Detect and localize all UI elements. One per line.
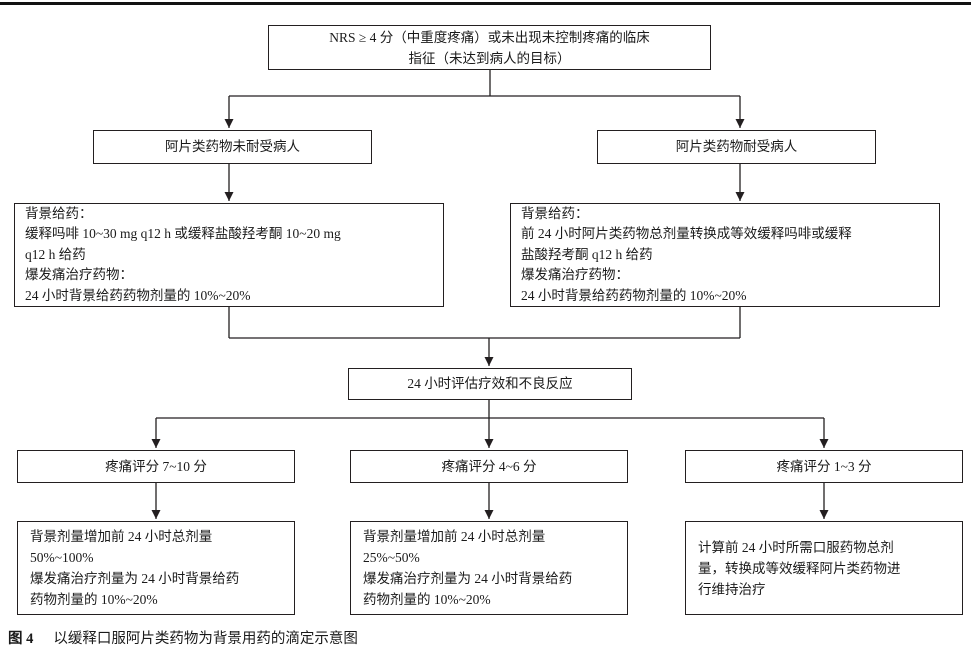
figure-caption-text: 以缓释口服阿片类药物为背景用药的滴定示意图 <box>53 631 358 647</box>
node-action-score-7-10: 背景剂量增加前 24 小时总剂量 50%~100% 爆发痛治疗剂量为 24 小时… <box>17 521 295 615</box>
node-score-1-3: 疼痛评分 1~3 分 <box>685 450 963 483</box>
node-action-score-4-6: 背景剂量增加前 24 小时总剂量 25%~50% 爆发痛治疗剂量为 24 小时背… <box>350 521 628 615</box>
node-score-7-10: 疼痛评分 7~10 分 <box>17 450 295 483</box>
node-opioid-naive-regimen: 背景给药： 缓释吗啡 10~30 mg q12 h 或缓释盐酸羟考酮 10~20… <box>14 203 444 307</box>
node-action-score-1-3: 计算前 24 小时所需口服药物总剂 量，转换成等效缓释阿片类药物进 行维持治疗 <box>685 521 963 615</box>
node-score-4-6: 疼痛评分 4~6 分 <box>350 450 628 483</box>
node-start-criteria: NRS ≥ 4 分（中重度疼痛）或未出现未控制疼痛的临床 指征（未达到病人的目标… <box>268 25 711 70</box>
node-opioid-tolerant-title: 阿片类药物耐受病人 <box>597 130 876 164</box>
figure-caption: 图 4 以缓释口服阿片类药物为背景用药的滴定示意图 <box>8 629 958 649</box>
figure-caption-label: 图 4 <box>8 631 34 647</box>
node-opioid-tolerant-regimen: 背景给药： 前 24 小时阿片类药物总剂量转换成等效缓释吗啡或缓释 盐酸羟考酮 … <box>510 203 940 307</box>
node-24h-evaluation: 24 小时评估疗效和不良反应 <box>348 368 632 400</box>
node-opioid-naive-title: 阿片类药物未耐受病人 <box>93 130 372 164</box>
page-top-rule <box>0 2 971 5</box>
